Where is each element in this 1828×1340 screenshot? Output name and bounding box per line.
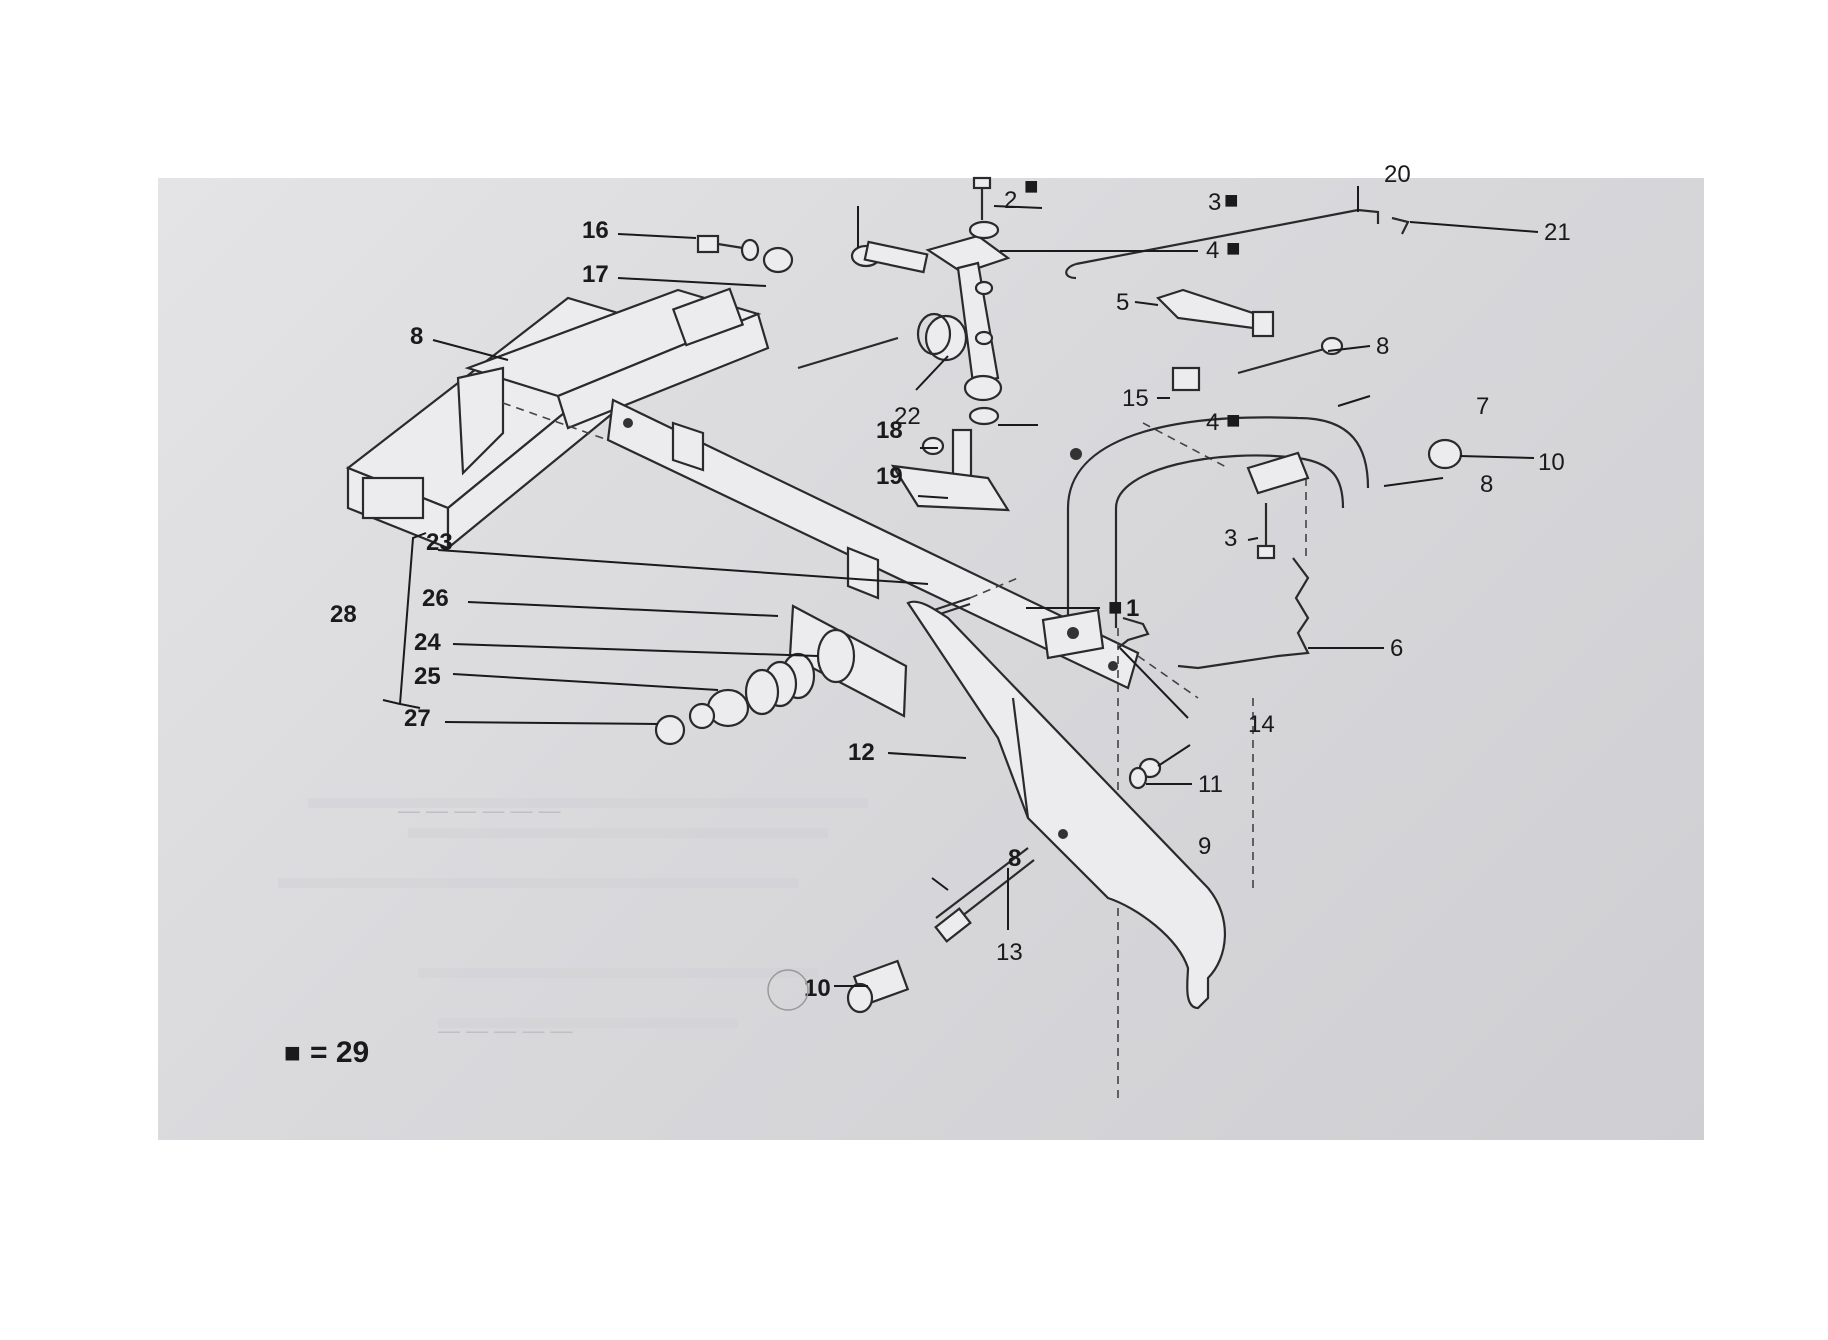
pin-13 [934,847,1035,943]
bolt-16 [696,234,794,274]
label-22: 22 [894,403,921,430]
label-2: 2 [1004,187,1017,214]
label-23: 23 [426,529,453,556]
label-13: 13 [996,939,1023,966]
frame-tube [345,287,770,551]
part-5-bracket [1155,288,1275,338]
show-through-text: — — — — — — — — — — — [398,798,572,1043]
bolt-and-washers [968,176,1000,426]
bolt-3-lower [1256,503,1276,560]
spring-pack [654,596,971,746]
parts-diagram: — — — — — — — — — — — 16 17 8 22 2 ■ 3 ■… [278,161,1571,1098]
label-12: 12 [848,739,875,766]
pin-plate [890,428,1011,512]
label-3-lower: 3 [1224,525,1237,552]
svg-text:— — — — — —: — — — — — — [398,798,561,823]
label-3: 3 [1208,189,1221,216]
label-10: 10 [1538,449,1565,476]
label-5: 5 [1116,289,1129,316]
marker-4-lower: ■ [1226,407,1241,434]
label-8: 8 [410,323,423,350]
spring-22 [797,312,968,370]
label-6: 6 [1390,635,1403,662]
clip-14 [1117,616,1150,649]
blade-12 [906,600,1227,1010]
label-4: 4 [1206,237,1219,264]
label-1: 1 [1126,595,1139,622]
part-labels: 16 17 8 22 2 ■ 3 ■ 4 ■ 4 ■ 20 21 5 15 8 … [330,161,1571,1011]
marker-1: ■ [1108,594,1123,621]
marker-2: ■ [1024,173,1039,200]
chain-6 [1177,557,1310,670]
rod-20 [1065,208,1410,280]
label-17: 17 [582,261,609,288]
label-16: 16 [582,217,609,244]
label-27: 27 [404,705,431,732]
marker-3: ■ [1224,187,1239,214]
label-8-right: 8 [1376,333,1389,360]
marker-4: ■ [1226,235,1241,262]
legend-marker: ■ [284,1037,301,1068]
background-show-through [278,798,868,1028]
leaf-spring [606,398,1140,690]
bushing-15 [1171,366,1201,392]
label-25: 25 [414,663,441,690]
main-frame [1041,416,1370,660]
leader-lines [382,186,1539,987]
label-8-lower: 8 [1008,845,1021,872]
bushing-10-upper [1427,438,1463,470]
bushing-10-lower [846,959,910,1014]
label-4-lower: 4 [1206,409,1219,436]
y-bracket [850,234,1011,402]
washer-11 [1128,766,1148,790]
circle-highlight [767,969,809,1011]
label-24: 24 [414,629,441,656]
label-15: 15 [1122,385,1149,412]
label-20: 20 [1384,161,1411,188]
label-8-right-lower: 8 [1480,471,1493,498]
tube-bracket [456,366,505,476]
label-18: 18 [876,417,903,444]
label-26: 26 [422,585,449,612]
label-28: 28 [330,601,357,628]
label-19: 19 [876,463,903,490]
diagram-photo: — — — — — — — — — — — 16 17 8 22 2 ■ 3 ■… [158,161,1704,1140]
pin-7 [1237,336,1344,375]
legend: ■ = 29 [284,1036,369,1069]
label-7: 7 [1476,393,1489,420]
svg-text:— — — — —: — — — — — [438,1018,572,1043]
label-11: 11 [1198,771,1223,798]
legend-text: = 29 [310,1036,369,1069]
label-21: 21 [1544,219,1571,246]
label-9: 9 [1198,833,1211,860]
label-14: 14 [1248,711,1275,738]
alignment-lines [502,402,1307,1098]
